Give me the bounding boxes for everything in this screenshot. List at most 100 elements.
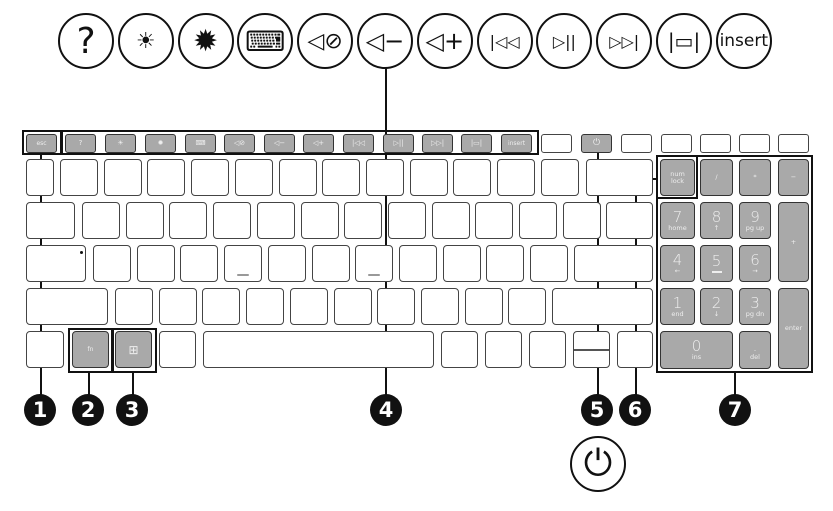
numpad-4[interactable]: 4← <box>660 245 695 282</box>
key-row4[interactable] <box>333 288 372 325</box>
function-row-key-6[interactable]: ◁− <box>264 134 295 153</box>
numpad-decimal[interactable]: .del <box>739 331 771 369</box>
key-row1[interactable] <box>322 159 361 196</box>
key-row1[interactable] <box>234 159 273 196</box>
key-row1[interactable] <box>365 159 404 196</box>
key-row1[interactable] <box>409 159 448 196</box>
function-row-key-5[interactable]: ◁⊘ <box>224 134 255 153</box>
function-row-key-3[interactable]: ✹ <box>145 134 176 153</box>
key-row3[interactable] <box>486 245 525 282</box>
key-row3[interactable] <box>180 245 219 282</box>
plus-key[interactable]: + <box>778 202 809 282</box>
key-row1-0[interactable] <box>26 159 54 196</box>
key-row2[interactable] <box>125 202 164 239</box>
function-row-key-12[interactable]: insert <box>501 134 532 153</box>
key-row3[interactable] <box>93 245 131 282</box>
right-shift-key[interactable] <box>552 288 653 325</box>
key-row2[interactable] <box>475 202 514 239</box>
numpad-2[interactable]: 2↓ <box>700 288 733 325</box>
key-row4[interactable] <box>289 288 328 325</box>
key-row3[interactable] <box>136 245 175 282</box>
key-row3[interactable] <box>355 245 394 282</box>
function-row-key-1[interactable]: ? <box>65 134 96 153</box>
key-row3[interactable] <box>311 245 350 282</box>
left-shift-key[interactable] <box>26 288 108 325</box>
key-row2[interactable] <box>387 202 426 239</box>
key-row4[interactable] <box>420 288 459 325</box>
function-row-key-11[interactable]: |▭| <box>461 134 492 153</box>
caps-lock-key[interactable] <box>26 245 86 282</box>
numpad-enter-key[interactable]: enter <box>778 288 809 369</box>
key-row3[interactable] <box>267 245 306 282</box>
key-row1[interactable] <box>60 159 98 196</box>
key-row1[interactable] <box>147 159 186 196</box>
tab-key[interactable] <box>26 202 75 239</box>
backspace-key[interactable] <box>586 159 653 196</box>
key-row4[interactable] <box>246 288 285 325</box>
up-down-arrow-keys[interactable] <box>573 331 610 368</box>
function-row-key-13[interactable] <box>541 134 572 153</box>
spacebar[interactable] <box>203 331 434 368</box>
key-row1[interactable] <box>540 159 579 196</box>
function-row-key-18[interactable] <box>739 134 770 153</box>
key-row5[interactable] <box>441 331 478 368</box>
function-row-key-0[interactable]: esc <box>26 134 57 153</box>
key-row1[interactable] <box>278 159 317 196</box>
key-row4[interactable] <box>377 288 416 325</box>
function-row-key-2[interactable]: ☀ <box>105 134 136 153</box>
function-row-key-17[interactable] <box>700 134 731 153</box>
key-row2[interactable] <box>562 202 601 239</box>
key-row2[interactable] <box>169 202 208 239</box>
key-row2[interactable] <box>431 202 470 239</box>
key-row1[interactable] <box>453 159 492 196</box>
function-row-key-4[interactable]: ⌨ <box>185 134 216 153</box>
key-row1[interactable] <box>497 159 535 196</box>
numpad-5[interactable]: 5 <box>700 245 733 282</box>
key-row3[interactable] <box>398 245 437 282</box>
key-row4[interactable] <box>464 288 503 325</box>
function-row-key-7[interactable]: ◁+ <box>303 134 334 153</box>
key-row2[interactable] <box>256 202 295 239</box>
function-row-key-15[interactable] <box>621 134 652 153</box>
key-row4[interactable] <box>115 288 153 325</box>
key-row3[interactable] <box>224 245 263 282</box>
numpad-6[interactable]: 6→ <box>739 245 771 282</box>
function-row-key-8[interactable]: |◁◁ <box>343 134 374 153</box>
key-row4[interactable] <box>508 288 547 325</box>
key-row2-last[interactable] <box>606 202 653 239</box>
minus-key[interactable]: − <box>778 159 809 196</box>
function-row-key-19[interactable] <box>778 134 809 153</box>
key-row2[interactable] <box>519 202 557 239</box>
key-row3[interactable] <box>530 245 568 282</box>
key-row1[interactable] <box>103 159 142 196</box>
alt-key[interactable] <box>159 331 196 368</box>
key-row2[interactable] <box>300 202 339 239</box>
ctrl-key[interactable] <box>26 331 64 368</box>
enter-main-key[interactable] <box>574 245 653 282</box>
right-arrow-key[interactable] <box>617 331 653 368</box>
key-row2[interactable] <box>213 202 252 239</box>
key-row3[interactable] <box>442 245 481 282</box>
power-key[interactable]: ⏻ <box>581 134 612 153</box>
function-row-key-9[interactable]: ▷|| <box>383 134 414 153</box>
key-row1[interactable] <box>191 159 230 196</box>
divide-key[interactable]: / <box>700 159 733 196</box>
key-row4[interactable] <box>158 288 197 325</box>
num-lock-key[interactable]: num lock <box>660 159 695 196</box>
function-row-key-16[interactable] <box>661 134 692 153</box>
multiply-key[interactable]: * <box>739 159 771 196</box>
key-row4[interactable] <box>202 288 241 325</box>
key-row2[interactable] <box>344 202 383 239</box>
function-row-key-10[interactable]: ▷▷| <box>422 134 453 153</box>
windows-key[interactable]: ⊞ <box>115 331 152 368</box>
fn-key[interactable]: fn <box>72 331 109 368</box>
numpad-8[interactable]: 8↑ <box>700 202 733 239</box>
key-row5[interactable] <box>529 331 566 368</box>
key-row5[interactable] <box>485 331 522 368</box>
key-row2[interactable] <box>82 202 120 239</box>
